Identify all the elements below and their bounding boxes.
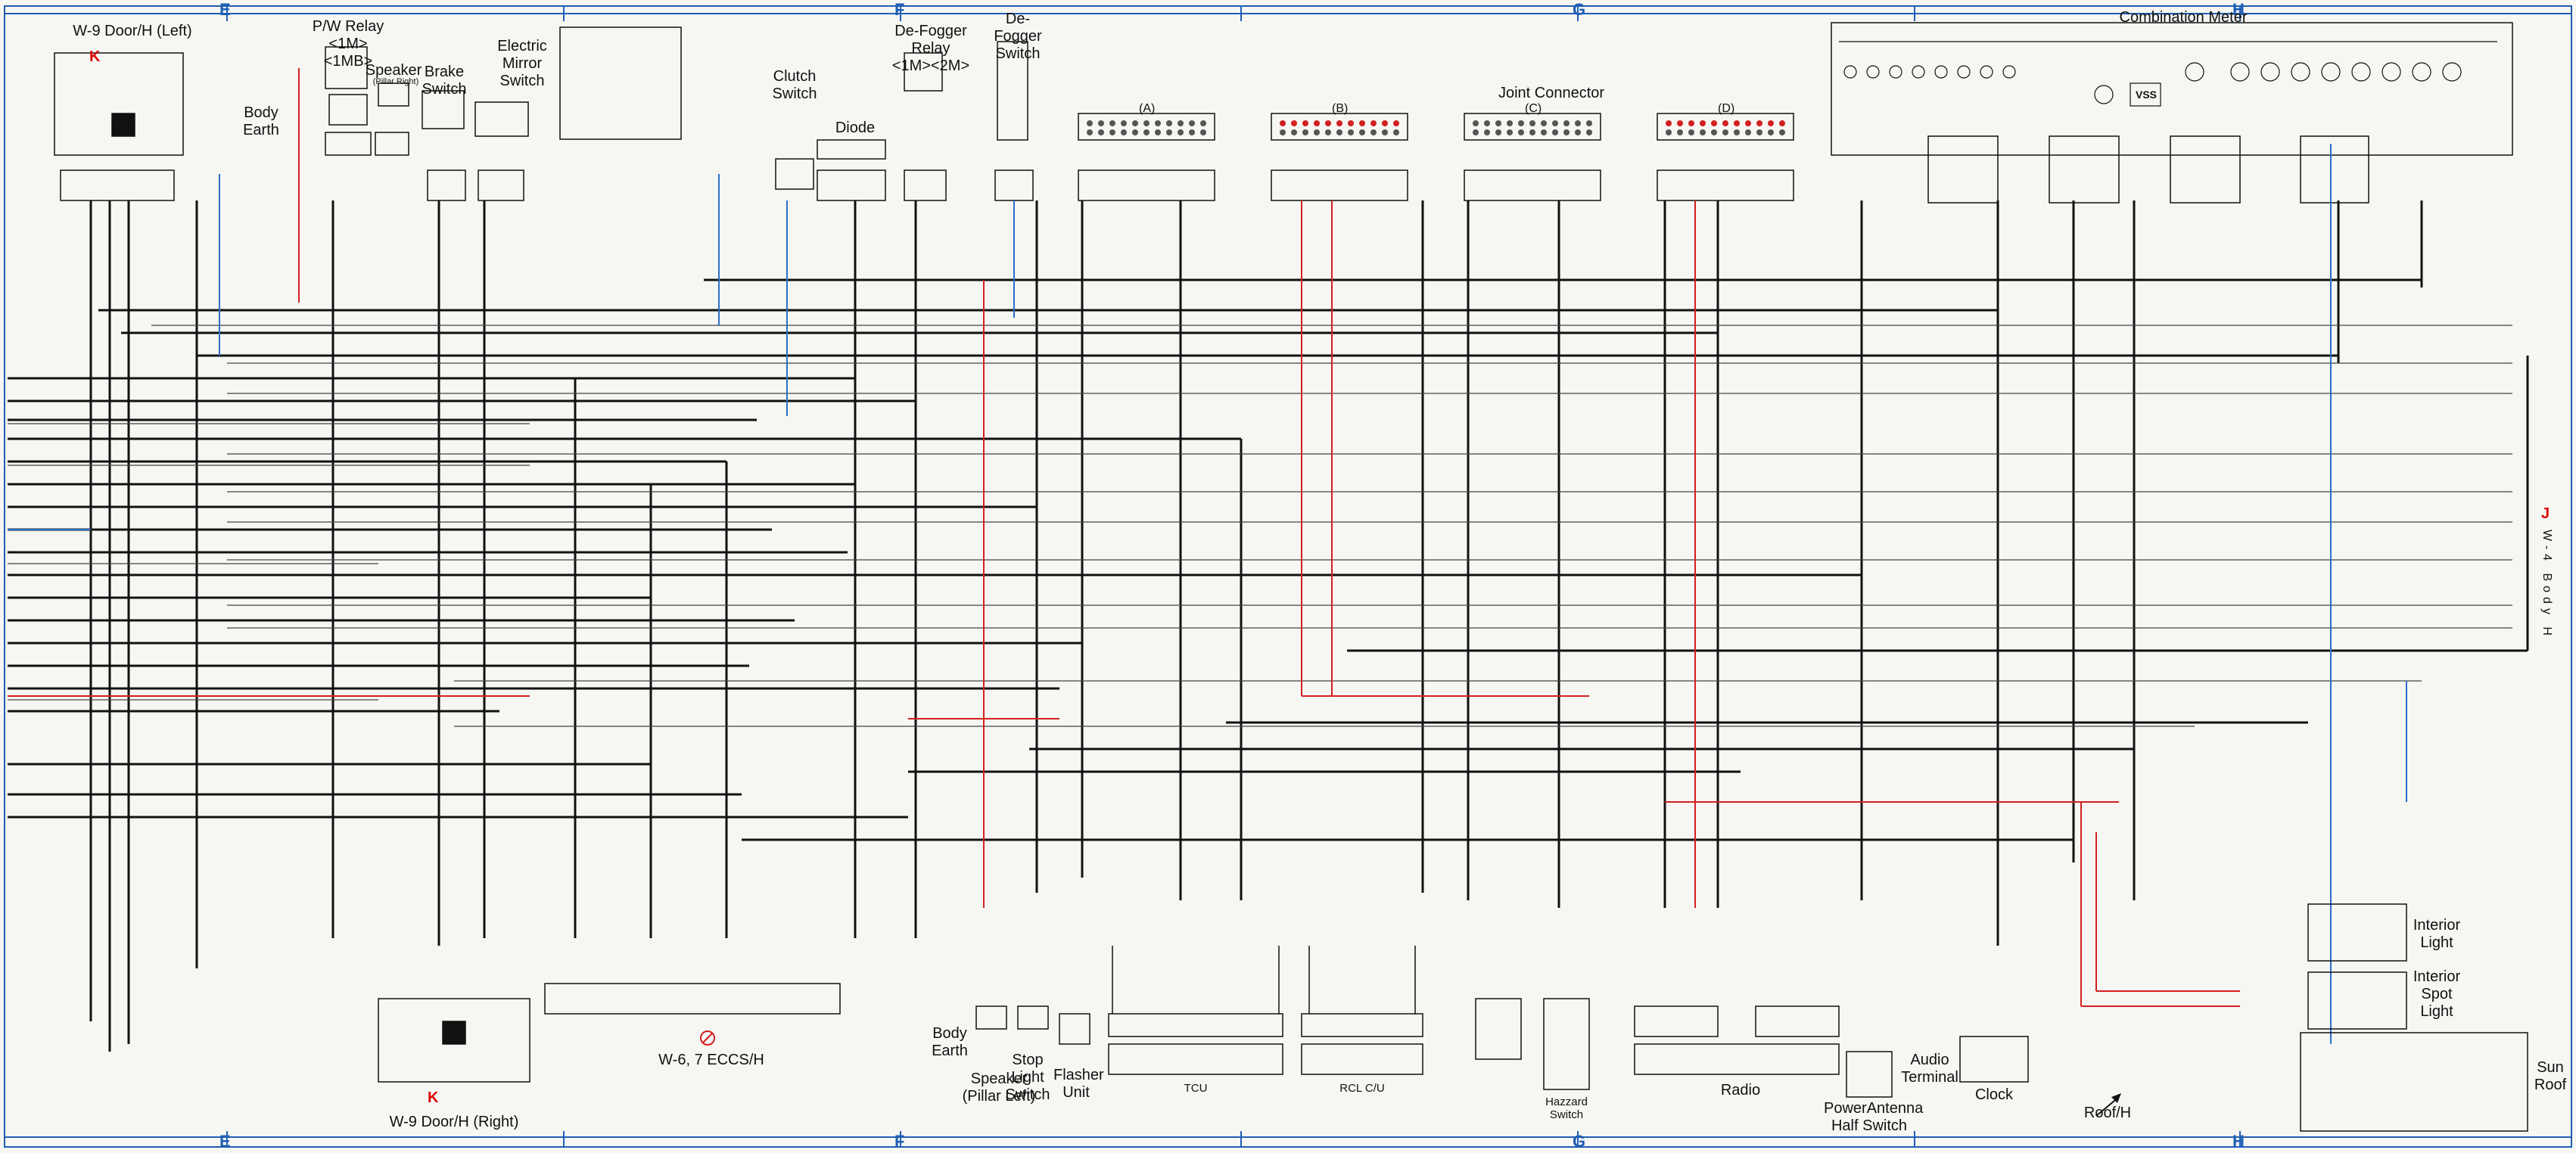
- joint-connector-pins: [1087, 120, 1785, 135]
- clock-label: Clock: [1974, 1086, 2013, 1103]
- grid-letter-top-e: E: [219, 0, 231, 19]
- body-earth-bottom-label: Body Earth: [932, 1025, 968, 1059]
- interior-spot-light-label: Interior Spot Light: [2413, 968, 2461, 1020]
- grid-letter-bottom-h: H: [2232, 1132, 2245, 1151]
- vss-label: VSS: [2135, 89, 2157, 101]
- door-h-right-label: W-9 Door/H (Right): [389, 1114, 519, 1130]
- stop-light-switch-label: Stop Light Switch: [1005, 1052, 1050, 1103]
- interior-light-label: Interior Light: [2413, 917, 2461, 951]
- speaker-right-label: Speaker: [365, 62, 422, 79]
- sun-roof-label: Sun Roof: [2534, 1059, 2567, 1093]
- side-tag-text: W-4 Body H: [2540, 530, 2553, 640]
- door-h-right-k: K: [428, 1089, 439, 1106]
- body-earth-top-label: Body Earth: [243, 104, 279, 138]
- roof-h-label: Roof/H: [2083, 1105, 2132, 1121]
- blue-wires: [8, 144, 2407, 1044]
- black-wire-bus: [8, 278, 2528, 841]
- grid-letter-top-g: G: [1573, 0, 1586, 19]
- red-wires: [8, 68, 2240, 1007]
- jc-a-label: (A): [1139, 102, 1156, 115]
- hazard-switch-label: Hazzard Switch: [1545, 1096, 1588, 1122]
- bottom-connectors: [378, 903, 2528, 1132]
- pw-relay-label: P/W Relay <1M> <1MB>: [312, 18, 384, 70]
- combination-meter-label: Combination Meter: [2119, 9, 2248, 26]
- thin-wires: [8, 325, 2512, 727]
- radio-label: Radio: [1720, 1082, 1761, 1099]
- flasher-unit-label: Flasher Unit: [1053, 1067, 1104, 1101]
- black-wire-drops: [89, 200, 2529, 1052]
- brake-switch-label: Brake Switch: [422, 64, 467, 98]
- door-h-left-k: K: [89, 48, 101, 65]
- frame-border: [4, 5, 2572, 1148]
- audio-terminal-label: Audio Terminal: [1901, 1052, 1958, 1086]
- top-connectors: [54, 22, 2513, 204]
- jc-c-label: (C): [1525, 102, 1542, 115]
- eccs-h-label: W-6, 7 ECCS/H: [658, 1052, 764, 1068]
- meter-internals: [1839, 41, 2497, 107]
- diode-label: Diode: [835, 120, 876, 136]
- side-tag-letter: J: [2541, 505, 2550, 522]
- grid-letter-top-f: F: [894, 0, 905, 19]
- defogger-relay-label: De-Fogger Relay <1M><2M>: [891, 23, 970, 74]
- electric-mirror-switch-label: Electric Mirror Switch: [497, 38, 547, 89]
- defogger-switch-label: De-Fogger Switch: [994, 11, 1042, 62]
- rcl-cu-label: RCL C/U: [1339, 1082, 1385, 1095]
- grid-ticks: [226, 6, 2241, 1147]
- speaker-right-sub-label: (Pillar Right): [372, 77, 419, 86]
- jc-d-label: (D): [1718, 102, 1735, 115]
- tcu-label: TCU: [1184, 1082, 1208, 1095]
- power-antenna-label: PowerAntenna Half Switch: [1824, 1100, 1924, 1134]
- grid-letter-top-h: H: [2232, 0, 2245, 19]
- grid-letter-bottom-g: G: [1573, 1132, 1586, 1151]
- joint-connector-label: Joint Connector: [1498, 85, 1605, 101]
- clutch-switch-label: Clutch Switch: [772, 68, 817, 102]
- roof-h-arrow: [2095, 1093, 2121, 1117]
- door-h-left-label: W-9 Door/H (Left): [73, 23, 192, 39]
- eccs-warning-icon: [700, 1030, 715, 1046]
- speaker-pillar-left-label: Speaker (Pillar Left): [962, 1071, 1036, 1105]
- grid-letter-bottom-f: F: [894, 1132, 905, 1151]
- jc-b-label: (B): [1332, 102, 1349, 115]
- grid-letter-bottom-e: E: [219, 1132, 231, 1151]
